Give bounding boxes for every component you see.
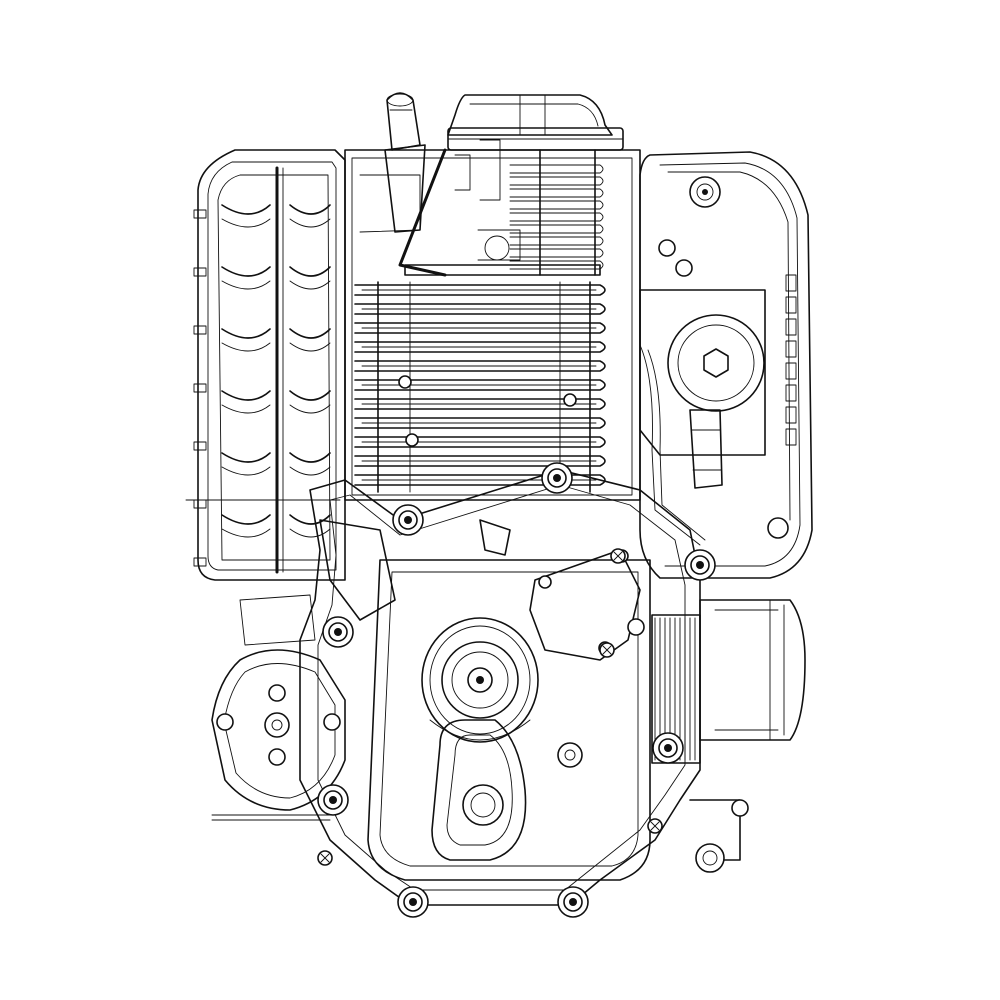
crankcase-plate: [529, 549, 641, 661]
air-filter-rib: [289, 452, 331, 463]
cylinder-fins: [354, 281, 606, 493]
cylinder-fin: [354, 341, 606, 353]
cover-vent-slots: [785, 274, 797, 446]
vent-slot: [785, 384, 797, 402]
head-fin: [509, 248, 604, 258]
bolt-center: [664, 744, 672, 752]
cylinder-fin: [354, 417, 606, 429]
starter-housing: [211, 594, 346, 821]
bolt-ring: [403, 892, 423, 912]
bolt-center: [553, 474, 561, 482]
air-filter-rib: [221, 328, 271, 339]
vent-slot: [785, 340, 797, 358]
cylinder-fin: [354, 303, 606, 315]
air-filter-rib: [221, 528, 271, 538]
head-fins: [509, 149, 604, 276]
cylinder-fin: [354, 436, 606, 448]
screw-slot: [650, 821, 660, 831]
cylinder-fin: [354, 360, 606, 372]
air-filter-rib: [289, 218, 331, 228]
mounting-bolts: [317, 462, 716, 918]
air-filter-tab: [193, 557, 207, 567]
air-filter-tab: [193, 209, 207, 219]
bolt-ring: [563, 892, 583, 912]
bolt-center: [409, 898, 417, 906]
head-fin: [509, 188, 604, 198]
air-filter-tab: [193, 325, 207, 335]
vent-slot: [785, 296, 797, 314]
cylinder-fin: [354, 455, 606, 467]
air-filter-rib: [221, 204, 271, 215]
carburetor-cover: [639, 151, 813, 579]
air-filter-rib: [221, 342, 271, 352]
bolt-center: [696, 561, 704, 569]
vent-slot: [785, 318, 797, 336]
cylinder-fin: [354, 322, 606, 334]
air-filter-rib: [289, 280, 331, 290]
air-filter-ribs: [221, 204, 331, 538]
air-filter-rib: [289, 328, 331, 339]
bolt-ring: [398, 510, 418, 530]
head-fin: [509, 200, 604, 210]
head-fin: [509, 176, 604, 186]
carb-bowl-nut: [703, 348, 729, 378]
air-filter-rib: [221, 266, 271, 277]
bolt-ring: [690, 555, 710, 575]
head-fin: [509, 260, 604, 270]
head-fin: [509, 236, 604, 246]
air-filter-rib: [221, 280, 271, 290]
air-filter-tab: [193, 499, 207, 509]
head-fin: [509, 212, 604, 222]
air-filter-rib: [289, 528, 331, 538]
air-filter-tab: [193, 267, 207, 277]
air-filter-rib: [289, 390, 331, 401]
air-filter-rib: [221, 218, 271, 228]
bolt-center: [329, 796, 337, 804]
oil-channel: [431, 719, 583, 861]
screw-slot: [320, 853, 330, 863]
bolt-ring: [547, 468, 567, 488]
screw-slot: [602, 645, 612, 655]
fuel-filter: [689, 409, 723, 489]
air-filter-rib: [289, 404, 331, 414]
air-filter-rib: [289, 204, 331, 215]
bolt-center: [334, 628, 342, 636]
cylinder-fin: [354, 398, 606, 410]
vent-slot: [785, 362, 797, 380]
air-filter-tab: [193, 383, 207, 393]
air-filter-rib: [289, 342, 331, 352]
vent-slot: [785, 406, 797, 424]
air-filter-rib: [289, 266, 331, 277]
air-filter-rib: [221, 390, 271, 401]
cylinder-fin: [354, 474, 606, 486]
head-fin: [509, 224, 604, 234]
top-cap: [447, 94, 624, 151]
air-filter-rib: [289, 514, 331, 525]
bolt-ring: [323, 790, 343, 810]
bolt-center: [569, 898, 577, 906]
bolt-ring: [328, 622, 348, 642]
pto-shaft: [421, 617, 539, 743]
muffler: [699, 599, 806, 741]
bolt-center: [404, 516, 412, 524]
vent-slot: [785, 428, 797, 446]
screw-slot: [613, 551, 623, 561]
air-filter-tab: [193, 441, 207, 451]
air-filter-tabs: [193, 209, 207, 567]
air-filter-rib: [289, 466, 331, 476]
cylinder-fin: [354, 379, 606, 391]
cylinder-fin: [354, 284, 606, 296]
air-filter-rib: [221, 452, 271, 463]
vent-slot: [785, 274, 797, 292]
oil-fill-tube: [384, 92, 426, 233]
air-filter-housing: [185, 149, 346, 581]
bolt-ring: [658, 738, 678, 758]
carb-bowl: [667, 314, 765, 412]
head-fin: [509, 164, 604, 174]
air-filter-rib: [221, 514, 271, 525]
air-filter-rib: [221, 466, 271, 476]
air-filter-rib: [221, 404, 271, 414]
